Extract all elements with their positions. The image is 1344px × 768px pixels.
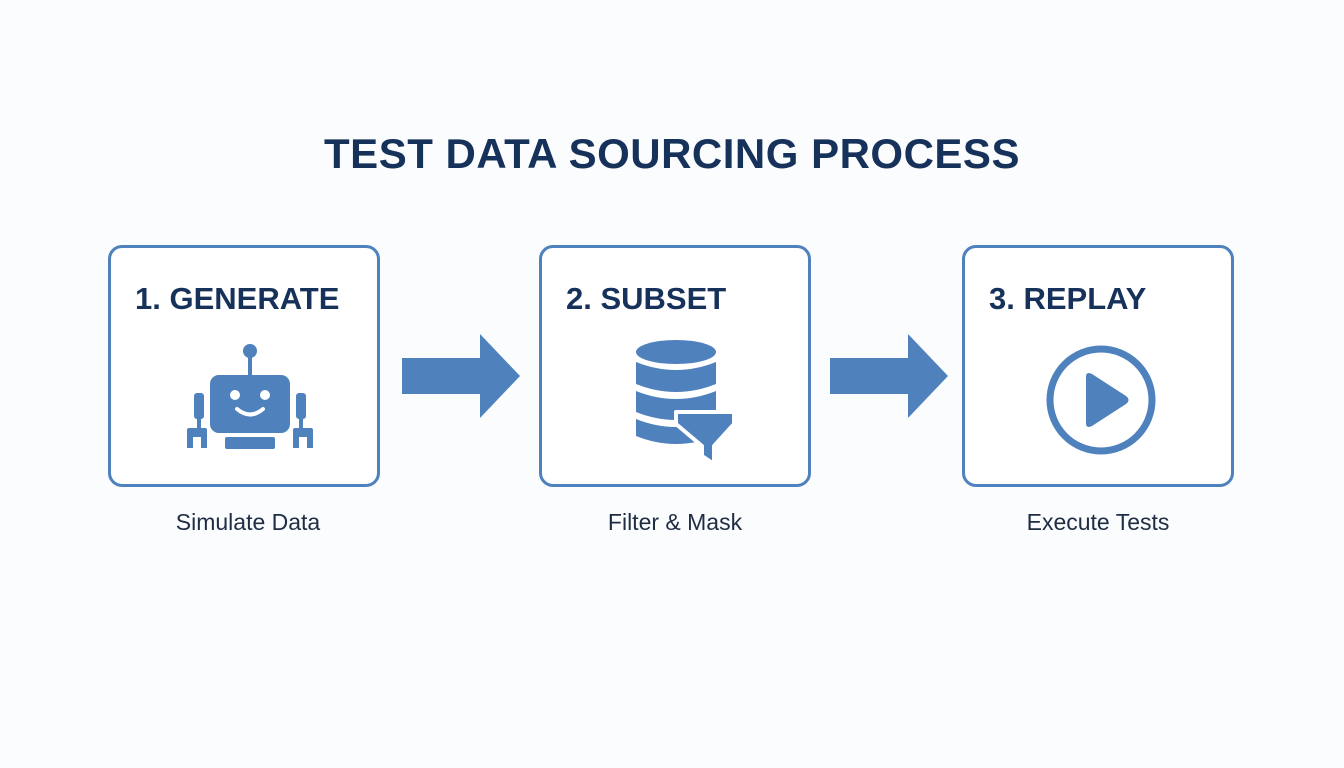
step-box-generate: 1. GENERATE — [108, 245, 380, 487]
step-caption-generate: Simulate Data — [175, 509, 321, 535]
step-caption-replay: Execute Tests — [1026, 509, 1170, 535]
robot-icon — [187, 344, 313, 449]
diagram-title: TEST DATA SOURCING PROCESS — [324, 130, 1020, 177]
step-box-replay: 3. REPLAY — [962, 245, 1234, 487]
play-circle-icon — [1046, 345, 1156, 455]
arrow-right-icon — [402, 334, 520, 418]
arrow-right-icon — [830, 334, 948, 418]
step-heading-replay: 3. REPLAY — [989, 281, 1147, 316]
step-heading-subset: 2. SUBSET — [566, 281, 727, 316]
database-filter-icon — [636, 340, 736, 466]
step-caption-subset: Filter & Mask — [607, 509, 743, 535]
step-heading-generate: 1. GENERATE — [135, 281, 340, 316]
step-box-subset: 2. SUBSET — [539, 245, 811, 487]
